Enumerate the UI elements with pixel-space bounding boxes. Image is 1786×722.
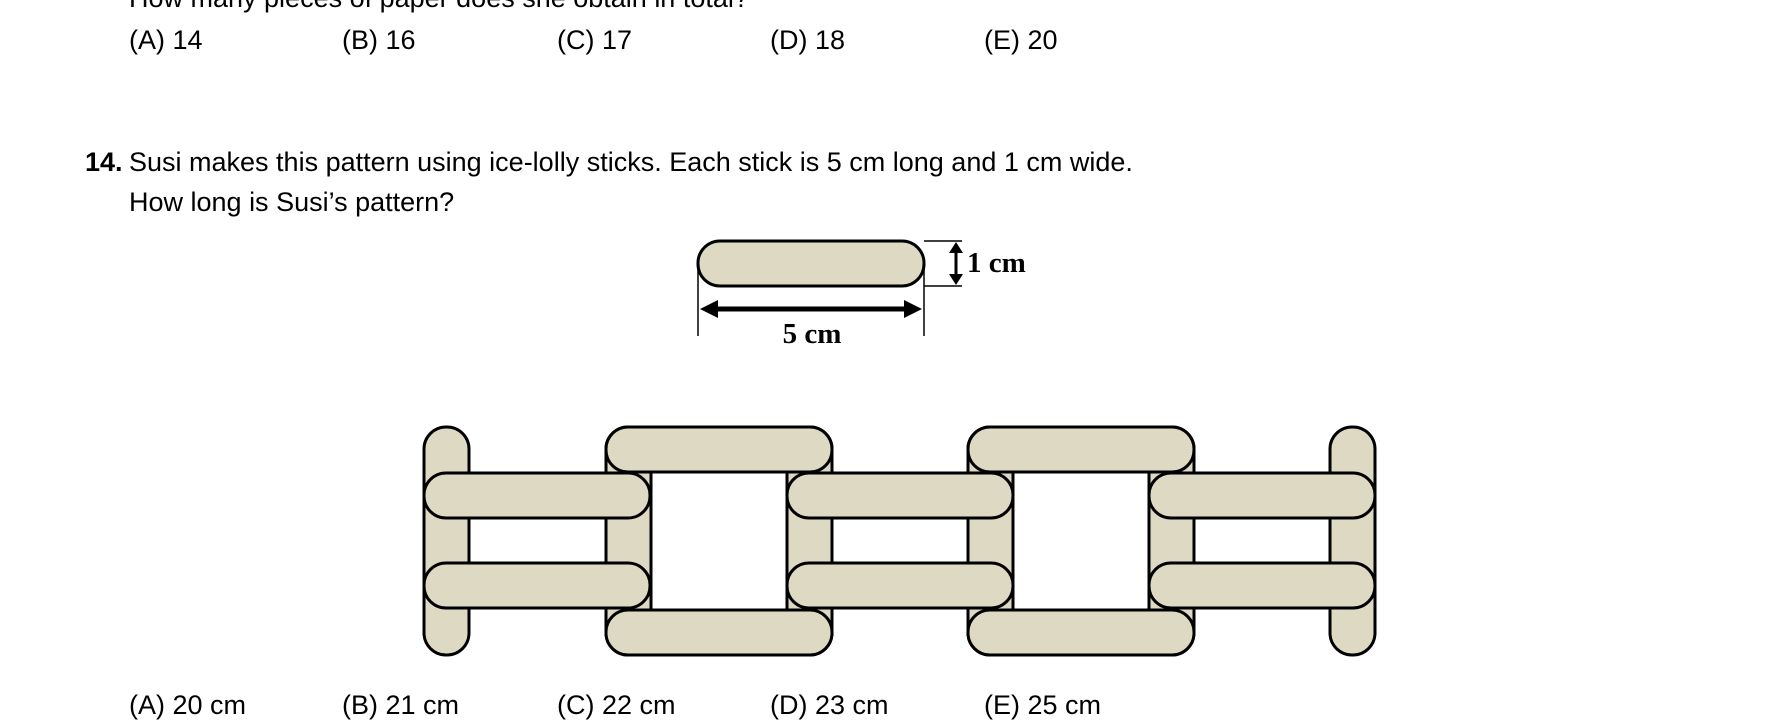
stick-horizontal — [604, 425, 834, 474]
stick-dimension-figure: 1 cm 5 cm — [696, 239, 1026, 350]
length-label: 5 cm — [783, 318, 842, 350]
option-d: (D) 23 cm — [770, 690, 889, 720]
question-number: 14. — [85, 147, 123, 177]
stick-horizontal — [422, 561, 652, 610]
stick-pattern — [422, 425, 1377, 657]
option-a: (A) 20 cm — [129, 690, 247, 720]
prev-option-c: (C) 17 — [557, 25, 633, 55]
stick-horizontal — [966, 425, 1196, 474]
length-arrow — [700, 300, 922, 318]
stick-vertical — [1328, 425, 1377, 657]
stick-horizontal — [604, 608, 834, 657]
prev-option-a: (A) 14 — [129, 25, 203, 55]
single-stick — [696, 239, 926, 288]
question-text-line1: Susi makes this pattern using ice-lolly … — [129, 147, 1133, 177]
width-arrow — [949, 242, 963, 285]
option-c: (C) 22 cm — [557, 690, 676, 720]
option-e: (E) 25 cm — [984, 690, 1102, 720]
prev-option-b: (B) 16 — [342, 25, 416, 55]
previous-question-text: How many pieces of paper does she obtain… — [129, 0, 749, 12]
stick-horizontal — [785, 471, 1015, 520]
prev-option-e: (E) 20 — [984, 25, 1058, 55]
width-label: 1 cm — [967, 247, 1026, 279]
stick-horizontal — [422, 471, 652, 520]
stick-vertical — [422, 425, 471, 657]
prev-option-d: (D) 18 — [770, 25, 846, 55]
stick-horizontal — [1147, 471, 1377, 520]
stick-horizontal — [966, 608, 1196, 657]
option-b: (B) 21 cm — [342, 690, 460, 720]
stick-horizontal — [1147, 561, 1377, 610]
stick-horizontal — [785, 561, 1015, 610]
question-text-line2: How long is Susi’s pattern? — [129, 187, 455, 217]
